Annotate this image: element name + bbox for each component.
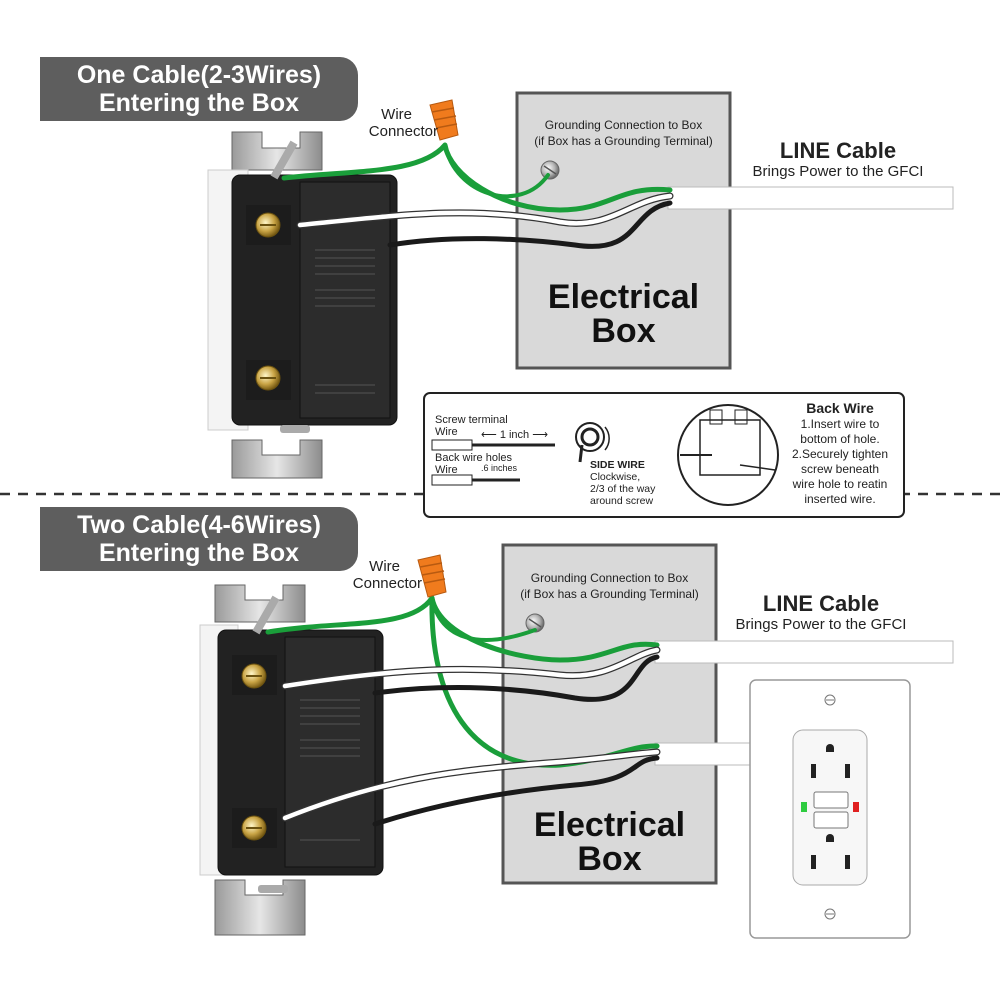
- top-wire-connector-label: Wire Connector: [348, 106, 438, 140]
- top-line-cable: [667, 186, 954, 210]
- back-wire-line4: screw beneath: [800, 462, 880, 476]
- top-receptacle: [811, 744, 850, 778]
- info-panel: [423, 392, 905, 518]
- bottom-section-banner: Two Cable(4-6Wires) Entering the Box: [40, 507, 358, 571]
- bottom-box-line2: Box: [577, 840, 642, 878]
- side-wire-screw-icon: [575, 422, 610, 463]
- back-wire-holes-line2: Wire: [435, 464, 458, 476]
- bottom-wires: [265, 595, 661, 827]
- top-grounding-screw: [540, 160, 560, 180]
- back-wire-holes-icon: [431, 474, 473, 486]
- bottom-wire-connector-line1: Wire: [369, 558, 400, 575]
- back-wire-holes-label: Back wire holes Wire: [435, 452, 512, 476]
- top-grounding-line1: Grounding Connection to Box: [544, 118, 703, 132]
- top-electrical-box-label: Electrical Box: [517, 280, 730, 348]
- top-section: [207, 91, 954, 479]
- bottom-electrical-box-label: Electrical Box: [503, 808, 716, 876]
- top-banner-line2: Entering the Box: [98, 89, 299, 117]
- top-hot-wire: [387, 200, 673, 249]
- screw-terminal-line2: Wire: [435, 426, 458, 438]
- top-box-line1: Electrical: [547, 278, 700, 316]
- bottom-box-line1: Electrical: [533, 806, 686, 844]
- top-line-cable-subtitle: Brings Power to the GFCI: [752, 163, 924, 180]
- back-wire-line1: 1.Insert wire to: [800, 417, 880, 431]
- bottom-second-cable: [654, 742, 756, 766]
- bottom-banner-line1: Two Cable(4-6Wires): [77, 511, 321, 539]
- top-grounding-label: Grounding Connection to Box (if Box has …: [517, 117, 730, 149]
- back-wire-line5: wire hole to reatin: [792, 477, 888, 491]
- back-wire-holes-measure-value: .6 inches: [480, 463, 518, 473]
- bottom-section: [199, 543, 954, 939]
- top-wire-connector-icon: [429, 99, 459, 141]
- test-button[interactable]: [813, 791, 849, 809]
- screw-terminal-wire-icon: [431, 439, 473, 451]
- top-section-banner: One Cable(2-3Wires) Entering the Box: [40, 57, 358, 121]
- top-gfci-device: [207, 131, 398, 479]
- side-wire-line3: around screw: [590, 495, 654, 507]
- top-banner-line1: One Cable(2-3Wires): [76, 61, 322, 89]
- gfci-outlet-wallplate: [749, 679, 911, 939]
- bottom-line-cable-subtitle: Brings Power to the GFCI: [735, 616, 907, 633]
- bottom-grounding-line1: Grounding Connection to Box: [530, 571, 689, 585]
- bottom-line-cable-title: LINE Cable: [762, 591, 880, 616]
- bottom-hot-wire: [372, 654, 660, 702]
- top-wires: [281, 142, 674, 249]
- bottom-grounding-label: Grounding Connection to Box (if Box has …: [503, 570, 716, 602]
- bottom-electrical-box: [501, 543, 718, 885]
- back-wire-line2: bottom of hole.: [800, 432, 880, 446]
- green-indicator-led-icon: [801, 802, 807, 812]
- bottom-wire-connector-line2: Connector: [352, 575, 422, 592]
- back-wire-holes-line1: Back wire holes: [435, 452, 513, 464]
- bottom-ground-wire: [265, 595, 660, 663]
- screw-terminal-measure-value: 1 inch: [499, 429, 530, 441]
- reset-button[interactable]: [813, 811, 849, 829]
- red-indicator-led-icon: [853, 802, 859, 812]
- top-box-line2: Box: [591, 312, 656, 350]
- top-wire-connector-line1: Wire: [381, 106, 412, 123]
- back-wire-line3: 2.Securely tighten: [791, 447, 889, 461]
- back-wire-label: Back Wire 1.Insert wire to bottom of hol…: [780, 400, 900, 507]
- bottom-line-cable: [654, 640, 954, 664]
- bottom-gfci-device: [199, 584, 384, 936]
- back-wire-illustration: [677, 404, 779, 506]
- top-line-cable-label: LINE Cable Brings Power to the GFCI: [738, 138, 938, 180]
- bottom-wire-connector-label: Wire Connector: [332, 558, 422, 592]
- back-wire-line6: inserted wire.: [804, 492, 876, 506]
- bottom-banner-line2: Entering the Box: [98, 539, 299, 567]
- side-wire-line1: Clockwise,: [590, 471, 641, 483]
- bottom-grounding-line2: (if Box has a Grounding Terminal): [520, 587, 699, 601]
- back-wire-holes-measure: .6 inches: [474, 463, 524, 473]
- top-electrical-box: [515, 91, 732, 370]
- top-line-cable-title: LINE Cable: [779, 138, 897, 163]
- bottom-line-cable-label: LINE Cable Brings Power to the GFCI: [721, 591, 921, 633]
- screw-terminal-measure: ⟵ 1 inch ⟶: [480, 429, 548, 441]
- top-wire-connector-line2: Connector: [368, 123, 438, 140]
- bottom-wire-connector-icon: [417, 554, 447, 598]
- screw-terminal-label: Screw terminal Wire: [435, 414, 508, 438]
- top-ground-wire: [281, 142, 673, 213]
- top-grounding-line2: (if Box has a Grounding Terminal): [534, 134, 713, 148]
- screw-terminal-line1: Screw terminal: [435, 414, 508, 426]
- bottom-receptacle: [811, 834, 850, 869]
- side-wire-label: SIDE WIRE Clockwise, 2/3 of the way arou…: [590, 459, 655, 507]
- back-wire-title: Back Wire: [806, 400, 874, 416]
- side-wire-title: SIDE WIRE: [590, 459, 645, 471]
- side-wire-line2: 2/3 of the way: [590, 483, 656, 495]
